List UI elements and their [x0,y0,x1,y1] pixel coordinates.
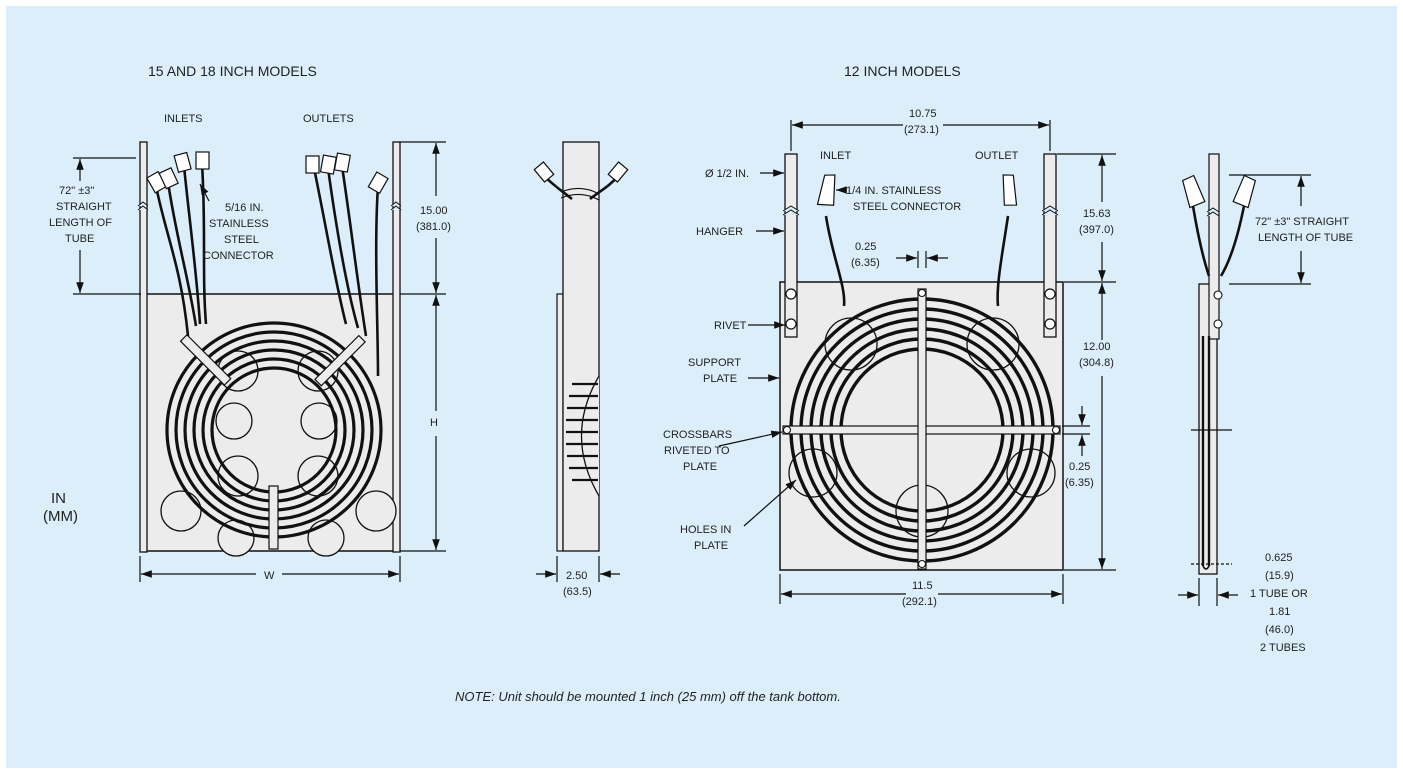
right-width-top: 10.75 [909,108,937,120]
thickness-6: 2 TUBES [1260,642,1306,654]
thickness-4: 1.81 [1269,606,1290,618]
right-hanger-right [1043,153,1057,338]
right-tube-length-1: 72" ±3" STRAIGHT [1255,216,1349,228]
right-dim-top: 15.63 [1083,208,1111,220]
left-connector-1: 5/16 IN. [225,202,264,214]
right-connector-1: 1/4 IN. STAINLESS [846,185,941,197]
crossbars-1: CROSSBARS [663,429,732,441]
thickness-5: (46.0) [1265,624,1294,636]
holes-1: HOLES IN [680,524,731,536]
right-width-top-mm: (273.1) [904,124,939,136]
diameter-label: Ø 1/2 IN. [705,168,749,180]
outlet-label: OUTLET [975,150,1019,162]
title-right-models: 12 INCH MODELS [844,63,961,79]
left-connector-2: STAINLESS [209,218,269,230]
right-hanger-left [784,153,798,338]
mounting-note: NOTE: Unit should be mounted 1 inch (25 … [455,689,841,704]
thickness-1: 0.625 [1265,552,1293,564]
left-connector-4: CONNECTOR [203,250,274,262]
support-plate-2: PLATE [703,373,737,385]
crossbars-3: PLATE [683,461,717,473]
crossbars-2: RIVETED TO [664,445,730,457]
thickness-3: 1 TUBE OR [1250,588,1308,600]
right-width-bottom-mm: (292.1) [902,596,937,608]
technical-drawing: 15 AND 18 INCH MODELS 12 INCH MODELS [43,63,1353,704]
inlets-label: INLETS [164,113,203,125]
left-connectors [145,151,389,195]
outlets-label: OUTLETS [303,113,354,125]
crossbar-gap: 0.25 [1069,461,1090,473]
holes-2: PLATE [694,540,728,552]
left-dim-top-mm: (381.0) [416,221,451,233]
crossbar-gap-mm: (6.35) [1065,477,1094,489]
title-left-models: 15 AND 18 INCH MODELS [148,63,317,79]
right-side-view: 72" ±3" STRAIGHT LENGTH OF TUBE 0.625 (1… [1178,153,1353,654]
right-tube-length-2: LENGTH OF TUBE [1258,232,1353,244]
left-dim-top: 15.00 [420,205,448,217]
right-tube-leads [824,215,1010,307]
left-hanger-left [139,141,148,553]
left-tube-length-4: TUBE [65,233,94,245]
inlet-label: INLET [820,150,851,162]
left-dim-w: W [264,570,275,582]
gap-label-mm: (6.35) [851,257,880,269]
right-dim-plate: 12.00 [1083,341,1111,353]
right-dim-plate-mm: (304.8) [1079,357,1114,369]
right-connector-2: STEEL CONNECTOR [853,201,961,213]
left-dim-h: H [430,417,438,429]
left-hanger-right [392,141,401,553]
left-tube-length-3: LENGTH OF [49,217,112,229]
hanger-label: HANGER [696,226,743,238]
drawing-sheet: 15 AND 18 INCH MODELS 12 INCH MODELS [6,6,1397,768]
unit-in: IN [51,490,66,507]
left-plate-holes [160,350,397,557]
gap-label: 0.25 [855,241,876,253]
support-plate-1: SUPPORT [688,357,741,369]
right-connectors [816,174,1018,206]
left-connector-3: STEEL [224,234,259,246]
side-dim: 2.50 [566,570,587,582]
side-dim-mm: (63.5) [563,586,592,598]
left-tube-length-2: STRAIGHT [56,201,112,213]
thickness-2: (15.9) [1265,570,1294,582]
left-tube-length-1: 72" ±3" [59,185,94,197]
side-view: 2.50 (63.5) [533,141,629,598]
left-front-view: INLETS OUTLETS 72" ±3" STRAIGHT LENGTH O… [49,113,451,582]
rivet-label: RIVET [714,320,747,332]
unit-mm: (MM) [43,508,78,525]
right-width-bottom: 11.5 [912,580,933,592]
right-dim-top-mm: (397.0) [1079,224,1114,236]
right-front-view: 10.75 (273.1) Ø 1/2 IN. INLET OUTLET 1/4… [663,108,1116,608]
